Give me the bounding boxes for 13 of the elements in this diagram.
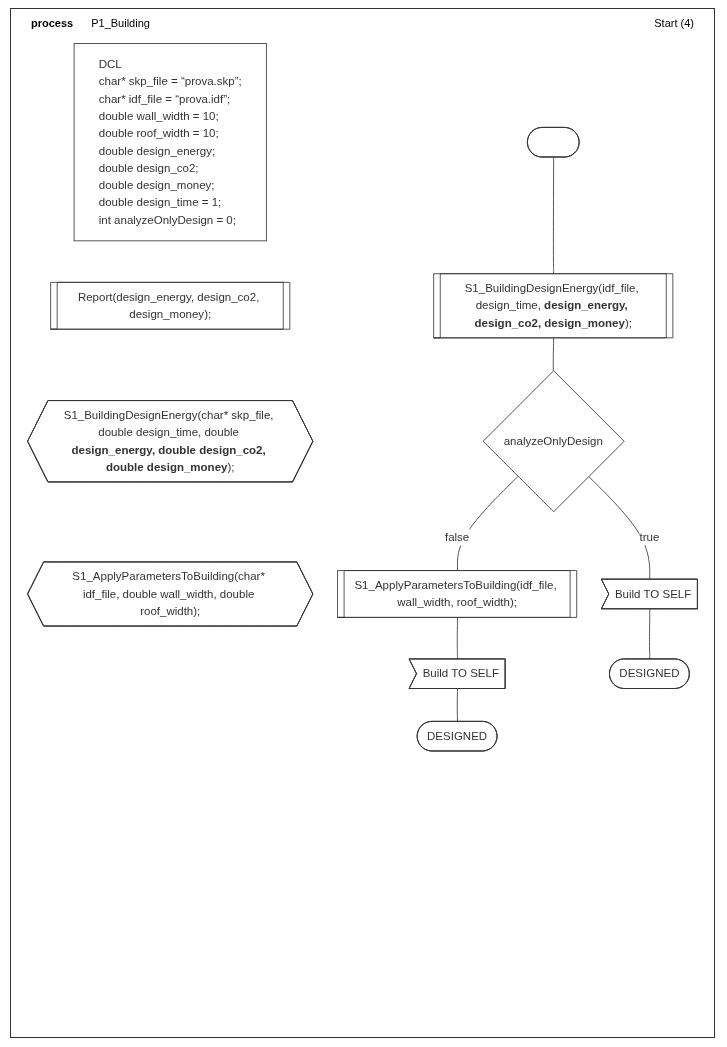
node-box: DCL char* skp_file = “prova.skp”; char* idf_file = “prova.idf”; double wall_width = 10; double roof_width = 10; double design_energy; double design_co2; double design_money; double design_time = 1; int analyzeOnlyDesign = 0; <box>73 43 267 242</box>
keyword-label: process <box>31 17 74 29</box>
page-label: Start (4) <box>654 17 694 29</box>
connector <box>456 688 458 723</box>
connector <box>552 337 555 372</box>
edge-label: false <box>444 529 470 544</box>
connector <box>553 157 555 275</box>
node-diamond: analyzeOnlyDesign <box>482 370 625 513</box>
connector <box>588 476 651 580</box>
edge-label: true <box>639 529 660 544</box>
connector <box>456 617 458 660</box>
connector <box>649 608 651 660</box>
process-name: P1_Building <box>91 17 150 29</box>
